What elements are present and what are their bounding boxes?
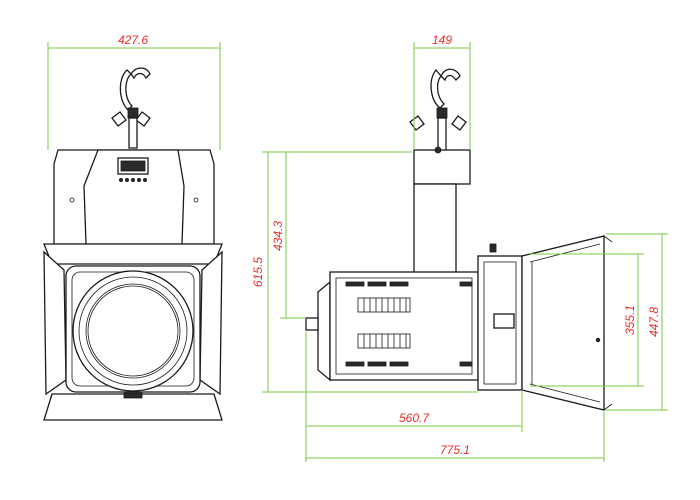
dim-side-yoke-drop: 434.3 [271, 152, 306, 319]
dim-side-yoke-width-label: 149 [432, 33, 452, 47]
dim-barndoor-inner-height: 355.1 [530, 253, 644, 387]
front-lens-ring [72, 270, 194, 392]
dim-side-yoke-width: 149 [413, 33, 471, 150]
dim-barndoor-inner-height-label: 355.1 [623, 305, 637, 335]
front-view [43, 67, 223, 421]
dim-depth-total: 775.1 [306, 412, 605, 462]
front-barndoor-bottom [43, 393, 223, 421]
side-clamp-icon [409, 68, 467, 153]
side-yoke [413, 149, 471, 185]
dim-depth-body-label: 560.7 [399, 411, 430, 425]
side-view [305, 68, 613, 411]
front-buttons [119, 177, 147, 182]
dim-side-total-height: 615.5 [251, 151, 478, 393]
dim-barndoor-outer-height-label: 447.8 [647, 307, 661, 337]
side-lens-handle [493, 313, 515, 329]
front-barndoor-top [43, 243, 223, 265]
dim-front-width-label: 427.6 [118, 33, 148, 47]
side-vents [345, 281, 473, 367]
dim-depth-total-label: 775.1 [440, 443, 470, 457]
dim-barndoor-outer-height: 447.8 [606, 233, 668, 411]
dim-side-total-height-label: 615.5 [251, 257, 265, 287]
side-rear-cap [317, 280, 331, 382]
dim-depth-body: 560.7 [305, 332, 523, 462]
front-lens [85, 283, 181, 379]
dim-side-yoke-drop-label: 434.3 [271, 221, 285, 251]
dim-front-width: 427.6 [47, 33, 221, 150]
front-clamp-icon [111, 67, 151, 149]
front-barndoor-right [199, 250, 223, 396]
side-barndoor [521, 235, 605, 411]
front-barndoor-left [43, 250, 67, 396]
